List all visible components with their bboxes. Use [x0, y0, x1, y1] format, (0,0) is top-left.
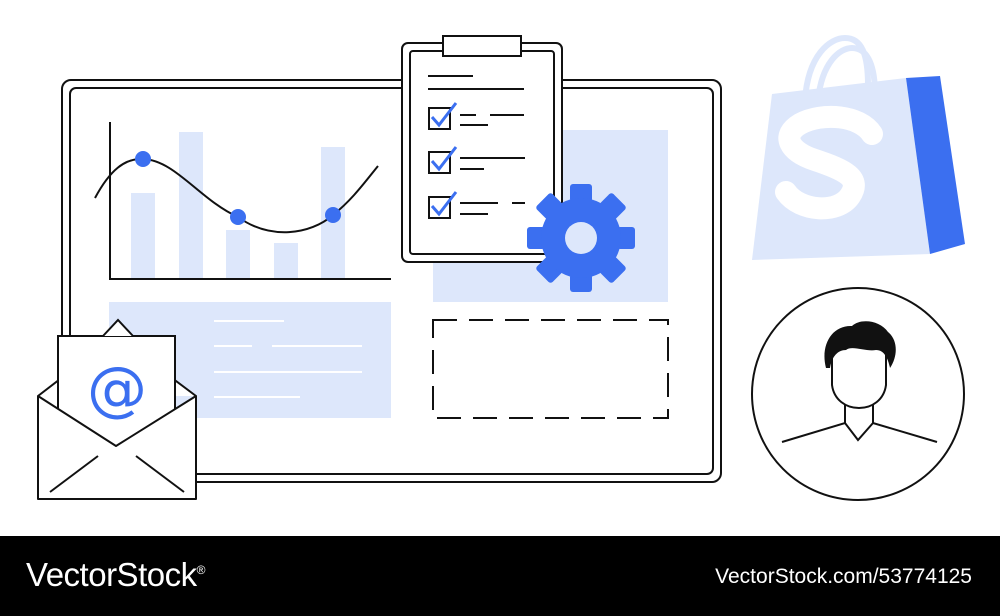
- checklist-item: [428, 191, 525, 219]
- vectorstock-logo: VectorStock®: [26, 556, 205, 594]
- checklist-item: [428, 102, 524, 130]
- shopping-bag-icon: [752, 34, 965, 260]
- clipboard-icon: [401, 35, 563, 263]
- gear-icon: [527, 184, 635, 292]
- chart-bar: [274, 243, 298, 279]
- chart-point: [325, 207, 341, 223]
- chart-bar: [179, 132, 203, 279]
- envelope-icon: @: [37, 318, 197, 500]
- brand-name: VectorStock: [26, 556, 197, 593]
- dashed-placeholder-box: [432, 319, 669, 419]
- chart-point: [135, 151, 151, 167]
- checklist-item: [428, 146, 525, 174]
- chart-bar: [131, 193, 155, 279]
- chart-bars: [131, 132, 345, 279]
- chart-point: [230, 209, 246, 225]
- at-sign-icon: @: [87, 354, 147, 424]
- image-id: VectorStock.com/53774125: [715, 565, 972, 588]
- user-avatar-icon: [751, 287, 965, 501]
- chart-bar: [226, 230, 250, 279]
- registered-mark: ®: [196, 563, 206, 577]
- chart-panel: [94, 122, 391, 280]
- illustration: @: [37, 34, 965, 501]
- watermark-footer: VectorStock® VectorStock.com/53774125: [0, 536, 1000, 616]
